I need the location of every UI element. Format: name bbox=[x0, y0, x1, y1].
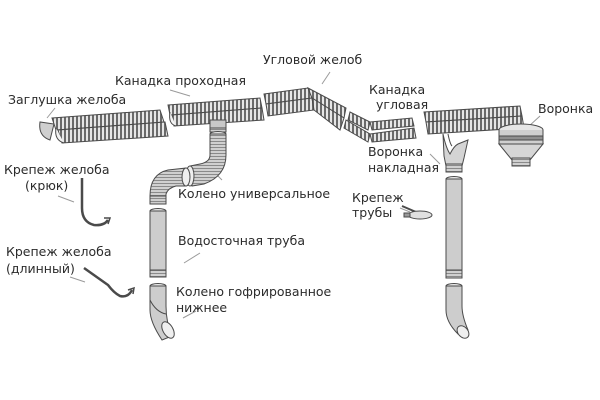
pipe-clamp-part bbox=[401, 205, 433, 220]
leader-pipe-clamp bbox=[399, 207, 411, 213]
corner-connector-part bbox=[343, 111, 417, 143]
hook-bracket-part bbox=[80, 178, 112, 227]
label-overlay-funnel-line2: накладная bbox=[368, 160, 440, 175]
right-downpipe bbox=[445, 176, 470, 339]
universal-elbow-lower bbox=[149, 167, 191, 205]
label-long-bracket-line1: Крепеж желоба bbox=[6, 244, 112, 259]
gutter-segment-connector bbox=[167, 97, 265, 127]
leader-downpipe bbox=[183, 252, 201, 264]
label-hook-bracket-line2: (крюк) bbox=[25, 178, 69, 193]
label-universal-elbow: Колено универсальное bbox=[178, 186, 331, 201]
gutter-cap-part bbox=[39, 121, 55, 141]
funnel-part bbox=[497, 123, 545, 167]
overlay-funnel-part bbox=[442, 133, 469, 173]
label-corner-connector-line1: Канадка bbox=[369, 82, 426, 97]
gutter-outlet bbox=[209, 119, 227, 133]
label-long-bracket-line2: (длинный) bbox=[6, 261, 75, 276]
leader-overlay-funnel bbox=[429, 153, 441, 165]
label-funnel: Воронка bbox=[538, 101, 594, 116]
leader-corrugated-elbow bbox=[182, 310, 197, 319]
label-corner-gutter: Угловой желоб bbox=[263, 52, 363, 67]
left-downpipe bbox=[149, 208, 175, 341]
leader-lines bbox=[46, 71, 541, 319]
label-downpipe: Водосточная труба bbox=[178, 233, 306, 248]
label-pipe-clamp-line1: Крепеж bbox=[352, 190, 404, 205]
corner-gutter-part bbox=[263, 86, 347, 131]
label-corrugated-elbow-line2: нижнее bbox=[176, 300, 228, 315]
gutter-segment-left bbox=[51, 109, 169, 144]
label-corrugated-elbow-line1: Колено гофрированное bbox=[176, 284, 332, 299]
leader-corner-gutter bbox=[321, 71, 331, 85]
leader-long-bracket bbox=[69, 276, 86, 283]
label-gutter-cap: Заглушка желоба bbox=[8, 92, 127, 107]
label-overlay-funnel-line1: Воронка bbox=[368, 144, 424, 159]
long-bracket-part bbox=[83, 266, 135, 298]
label-pipe-clamp-line2: трубы bbox=[352, 205, 393, 220]
leader-gutter-connector bbox=[169, 89, 191, 97]
label-corner-connector-line2: угловая bbox=[376, 97, 429, 112]
label-gutter-connector: Канадка проходная bbox=[115, 73, 246, 88]
leader-gutter-cap bbox=[46, 107, 56, 119]
label-hook-bracket-line1: Крепеж желоба bbox=[4, 162, 110, 177]
leader-hook-bracket bbox=[57, 195, 75, 203]
